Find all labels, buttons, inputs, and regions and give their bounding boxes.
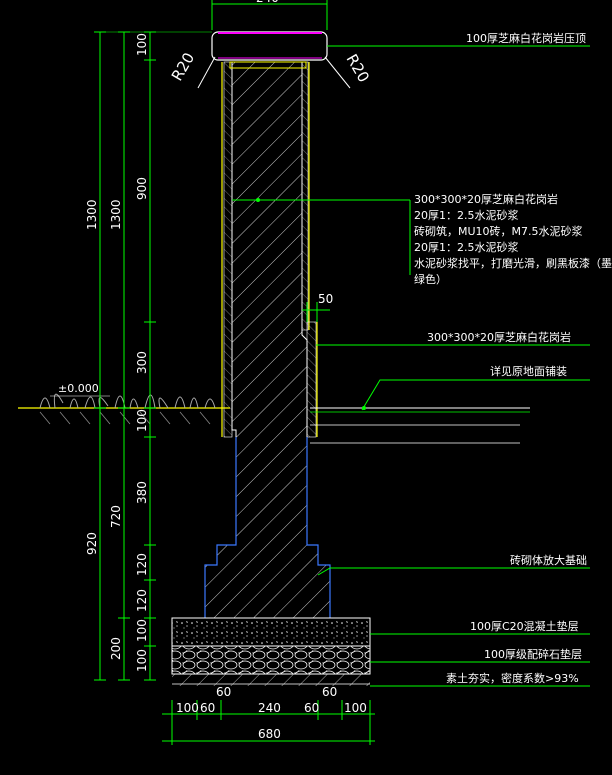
granite-label: 300*300*20厚芝麻白花岗岩 [427, 330, 571, 344]
dim-footing-60-left: 60 [216, 685, 231, 699]
dim-inner-900: 900 [135, 177, 149, 200]
r20-left-leader [197, 56, 216, 89]
left-finish-layer [223, 61, 233, 438]
foundation-edge-right [306, 437, 331, 618]
finish-line-1: 300*300*20厚芝麻白花岗岩 [414, 192, 558, 206]
granite-panel [306, 321, 317, 438]
step-dim-50 [302, 302, 330, 322]
dim-outer-920: 920 [85, 532, 99, 555]
footing-label: 砖砌体放大基础 [510, 553, 587, 567]
dim-inner-300: 300 [135, 351, 149, 374]
coping-base-frame [229, 61, 307, 69]
finish-line-6: 绿色） [414, 272, 447, 286]
step-dim-label: 50 [318, 292, 333, 306]
bottom-dimension-chain [162, 700, 375, 745]
right-finish-layer [301, 61, 309, 331]
dim-bottom-100b: 100 [344, 701, 367, 715]
top-dim-label: 240 [256, 0, 279, 5]
ground-label: 详见原地面铺装 [490, 364, 567, 378]
soil-layer [172, 674, 370, 686]
concrete-label: 100厚C20混凝土垫层 [470, 619, 579, 633]
dim-inner-100c: 100 [135, 619, 149, 642]
ground-line: ±0.000 [18, 382, 530, 444]
elevation-label: ±0.000 [58, 382, 99, 395]
dim-bottom-60a: 60 [200, 701, 215, 715]
r20-left-label: R20 [168, 49, 198, 84]
wall-body [204, 61, 331, 619]
finish-line-3: 砖砌筑，MU10砖，M7.5水泥砂浆 [414, 224, 583, 238]
finish-line-5: 水泥砂浆找平，打磨光滑，刷黑板漆（墨 [414, 256, 612, 270]
dim-inner-120b: 120 [135, 589, 149, 612]
dim-bottom-60b: 60 [304, 701, 319, 715]
gravel-layer [171, 645, 371, 675]
ground-leader-dot [362, 406, 366, 410]
dim-middle-720: 720 [109, 505, 123, 528]
dim-chain-outer [94, 31, 212, 681]
r20-right-label: R20 [343, 51, 373, 86]
dim-middle-200: 200 [109, 637, 123, 660]
finish-line-2: 20厚1：2.5水泥砂浆 [414, 208, 519, 222]
foundation-edge-left [204, 437, 237, 618]
dim-chain-middle [118, 31, 130, 681]
dim-inner-100a: 100 [135, 33, 149, 56]
finish-leader-dot [256, 198, 260, 202]
dim-inner-100d: 100 [135, 649, 149, 672]
dim-chain-inner [144, 31, 156, 681]
top-dimension: 240 [211, 0, 328, 30]
dim-inner-380: 380 [135, 481, 149, 504]
gravel-label: 100厚级配碎石垫层 [484, 647, 582, 661]
coping-stone [211, 31, 328, 61]
dim-inner-120a: 120 [135, 553, 149, 576]
dim-footing-60-right: 60 [322, 685, 337, 699]
dim-middle-1300: 1300 [109, 199, 123, 230]
dim-bottom-240: 240 [258, 701, 281, 715]
leaders [232, 45, 590, 687]
coping-label: 100厚芝麻白花岗岩压顶 [466, 31, 586, 45]
finish-line-4: 20厚1：2.5水泥砂浆 [414, 240, 519, 254]
r20-right-leader [324, 56, 351, 89]
soil-label: 素土夯实，密度系数>93% [446, 671, 579, 685]
dim-bottom-100a: 100 [176, 701, 199, 715]
dim-bottom-680: 680 [258, 727, 281, 741]
concrete-layer [171, 617, 371, 647]
dim-inner-100b: 100 [135, 409, 149, 432]
dim-outer-1300: 1300 [85, 199, 99, 230]
